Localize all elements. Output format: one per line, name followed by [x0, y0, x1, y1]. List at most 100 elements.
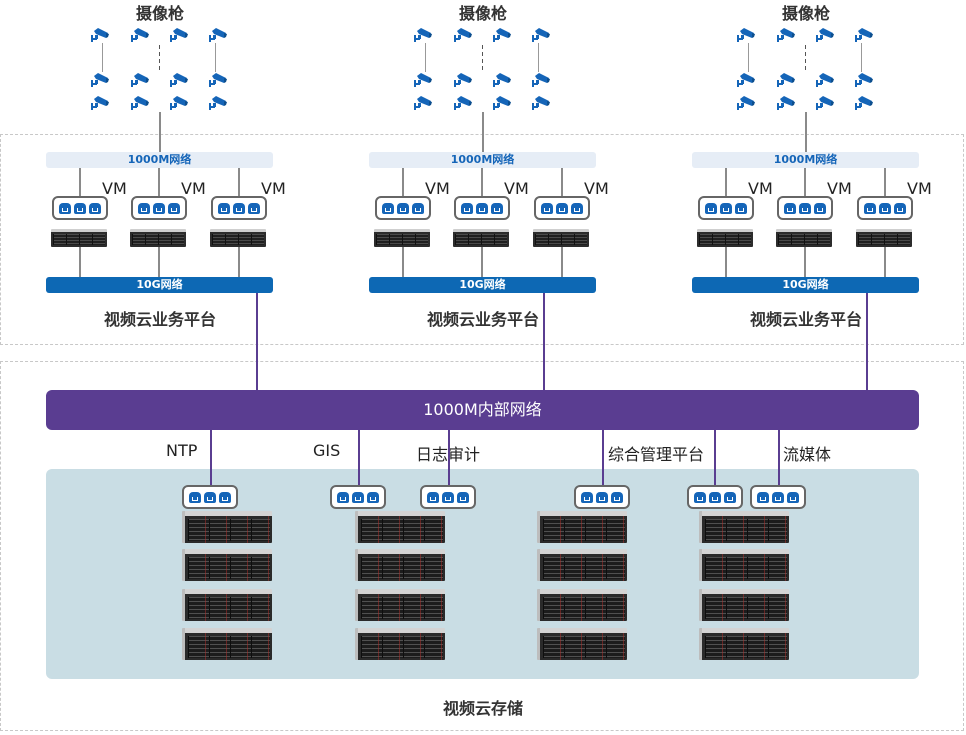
camera-link-line	[861, 43, 862, 72]
network-port-icon	[218, 202, 231, 214]
vm-uplink-line	[79, 168, 81, 196]
network-port-icon	[189, 491, 202, 503]
vm-server	[776, 229, 832, 247]
vm-uplink-line	[402, 168, 404, 196]
server-link-line	[884, 247, 886, 277]
vm-uplink-line	[158, 168, 160, 196]
vm-switch	[454, 196, 510, 220]
network-port-icon	[382, 202, 395, 214]
vm-server	[533, 229, 589, 247]
server-link-line	[804, 247, 806, 277]
vm-label: VM	[584, 179, 609, 198]
network-port-icon	[771, 491, 784, 503]
storage-server	[355, 549, 445, 581]
camera-link-dashed	[482, 45, 483, 73]
camera-icon	[454, 95, 472, 111]
network-port-icon	[555, 202, 568, 214]
vm-uplink-line	[481, 168, 483, 196]
storage-zone-border	[0, 361, 964, 731]
storage-server	[699, 511, 789, 543]
vm-switch	[131, 196, 187, 220]
camera-icon	[91, 95, 109, 111]
server-link-line	[238, 247, 240, 277]
network-port-icon	[595, 491, 608, 503]
network-port-icon	[694, 491, 707, 503]
network-port-icon	[351, 491, 364, 503]
camera-link-dashed	[805, 45, 806, 73]
platform-title: 视频云业务平台	[103, 310, 216, 329]
camera-uplink-line	[159, 112, 161, 152]
service-link-line	[210, 430, 212, 486]
network-port-icon	[490, 202, 503, 214]
network-10g-bar: 10G网络	[692, 277, 919, 293]
camera-icon	[91, 72, 109, 88]
network-port-icon	[864, 202, 877, 214]
camera-icon	[209, 72, 227, 88]
vm-switch	[777, 196, 833, 220]
service-label: NTP	[166, 441, 198, 460]
camera-icon	[414, 72, 432, 88]
network-1000m-bar: 1000M网络	[692, 152, 919, 168]
camera-icon	[777, 27, 795, 43]
camera-icon	[737, 95, 755, 111]
network-port-icon	[719, 202, 732, 214]
platform-to-inner-link	[866, 293, 868, 390]
vm-switch	[857, 196, 913, 220]
storage-server	[182, 549, 272, 581]
network-port-icon	[411, 202, 424, 214]
network-port-icon	[798, 202, 811, 214]
platform-title: 视频云业务平台	[749, 310, 862, 329]
camera-icon	[493, 72, 511, 88]
storage-switch	[574, 485, 630, 509]
vm-label: VM	[102, 179, 127, 198]
camera-icon	[91, 27, 109, 43]
service-label: 流媒体	[783, 445, 832, 464]
camera-icon	[493, 27, 511, 43]
storage-server	[537, 511, 627, 543]
network-port-icon	[610, 491, 623, 503]
server-link-line	[725, 247, 727, 277]
vm-uplink-line	[884, 168, 886, 196]
server-link-line	[79, 247, 81, 277]
storage-server	[699, 549, 789, 581]
network-port-icon	[427, 491, 440, 503]
camera-link-line	[102, 43, 103, 72]
storage-title: 视频云存储	[442, 699, 523, 718]
service-label: 综合管理平台	[608, 445, 705, 464]
camera-icon	[532, 95, 550, 111]
inner-network-bus: 1000M内部网络	[46, 390, 919, 430]
service-link-line	[714, 430, 716, 486]
camera-icon	[493, 95, 511, 111]
camera-icon	[855, 95, 873, 111]
network-port-icon	[570, 202, 583, 214]
network-port-icon	[441, 491, 454, 503]
vm-label: VM	[425, 179, 450, 198]
network-port-icon	[461, 202, 474, 214]
storage-server	[537, 549, 627, 581]
vm-uplink-line	[804, 168, 806, 196]
vm-server	[130, 229, 186, 247]
server-link-line	[158, 247, 160, 277]
camera-icon	[737, 27, 755, 43]
storage-switch	[420, 485, 476, 509]
storage-server	[355, 589, 445, 621]
inner-network-label: 1000M内部网络	[423, 400, 542, 419]
network-port-icon	[893, 202, 906, 214]
vm-switch	[211, 196, 267, 220]
vm-uplink-line	[725, 168, 727, 196]
network-port-icon	[167, 202, 180, 214]
camera-icon	[532, 27, 550, 43]
storage-server	[537, 628, 627, 660]
camera-icon	[816, 72, 834, 88]
camera-icon	[131, 72, 149, 88]
vm-label: VM	[827, 179, 852, 198]
network-port-icon	[59, 202, 72, 214]
network-port-icon	[786, 491, 799, 503]
network-port-icon	[784, 202, 797, 214]
network-port-icon	[203, 491, 216, 503]
camera-link-line	[215, 43, 216, 72]
network-port-icon	[581, 491, 594, 503]
platform-to-inner-link	[543, 293, 545, 390]
camera-icon	[170, 27, 188, 43]
storage-server	[182, 628, 272, 660]
